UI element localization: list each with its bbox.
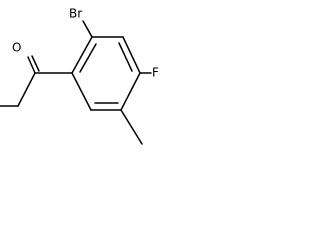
bromine-label: Br <box>69 7 82 21</box>
bromine-bond <box>82 20 93 38</box>
methyl-bond <box>120 109 143 145</box>
chemical-structure: Br F O <box>0 0 194 150</box>
ring-bond-upper-right-inner <box>118 42 133 72</box>
carbonyl-bond-2 <box>31 55 40 72</box>
canvas-background <box>0 0 194 150</box>
oxygen-label: O <box>12 41 21 55</box>
bond-layer <box>0 20 152 145</box>
fluorine-label: F <box>152 66 159 80</box>
carbonyl-bond-1 <box>27 56 36 74</box>
atom-label-layer: Br F O <box>12 7 159 80</box>
ethyl-bond-1 <box>17 72 36 107</box>
ring-bond-upper-right <box>122 36 141 74</box>
ring-bond-upper-left-inner <box>79 43 97 73</box>
ring-bond-upper-left <box>71 36 93 74</box>
ring-bond-lower-left <box>71 72 92 111</box>
ring-bond-lower-right <box>120 72 141 111</box>
